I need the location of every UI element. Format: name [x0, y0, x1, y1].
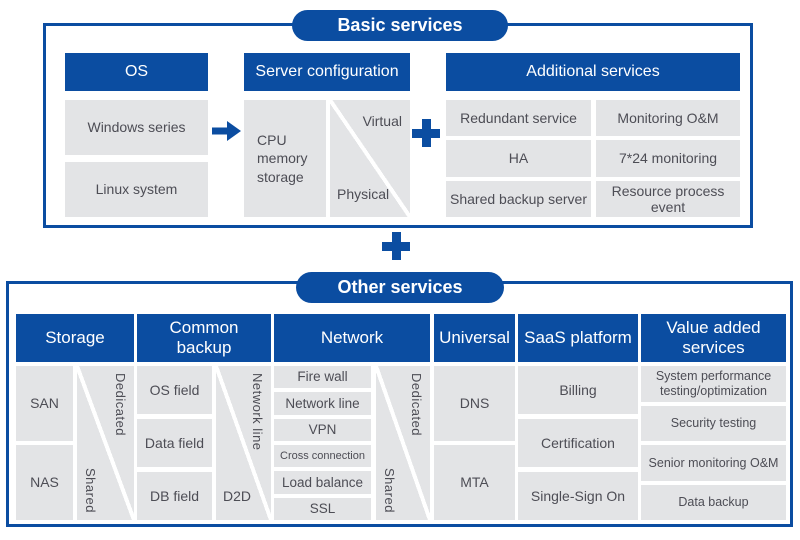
network-item-load-balance: Load balance — [274, 471, 371, 494]
universal-item-mta: MTA — [434, 445, 515, 520]
shared-label: Shared — [83, 468, 98, 513]
dedicated-label: Dedicated — [409, 373, 424, 437]
virtual-physical-cell: Virtual Physical — [330, 100, 410, 217]
network-item-network-line: Network line — [274, 392, 371, 415]
d2d-label: D2D — [223, 488, 252, 504]
os-item-linux: Linux system — [65, 162, 208, 217]
value-added-item-security-testing: Security testing — [641, 405, 786, 441]
universal-item-dns: DNS — [434, 366, 515, 441]
virtual-label: Virtual — [362, 113, 402, 129]
server-spec-cell: CPU memory storage — [244, 100, 326, 217]
storage-dedicated-shared-cell: Dedicated Shared — [77, 366, 134, 520]
basic-services-title: Basic services — [292, 10, 508, 41]
network-item-fire-wall: Fire wall — [274, 366, 371, 389]
network-item-cross-connection: Cross connection — [274, 444, 371, 468]
saas-platform-group: SaaS platform Billing Certification Sing… — [518, 314, 638, 520]
network-dedicated-shared-cell: Dedicated Shared — [376, 366, 430, 520]
network-item-ssl: SSL — [274, 497, 371, 520]
value-added-services-group: Value added services System performance … — [641, 314, 786, 520]
additional-cell-monitoring-om: Monitoring O&M — [596, 100, 740, 137]
plus-icon — [412, 119, 440, 147]
universal-group: Universal DNS MTA — [434, 314, 515, 520]
shared-label: Shared — [382, 468, 397, 513]
server-configuration-header: Server configuration — [244, 53, 410, 91]
value-added-item-system-performance: System performance testing/optimization — [641, 366, 786, 402]
additional-cell-ha: HA — [446, 140, 591, 177]
saas-item-single-sign-on: Single-Sign On — [518, 472, 638, 520]
storage-item-san: SAN — [16, 366, 73, 441]
server-configuration-column: Server configuration CPU memory storage … — [244, 53, 410, 217]
saas-item-certification: Certification — [518, 419, 638, 467]
os-item-windows: Windows series — [65, 100, 208, 155]
common-backup-item-db-field: DB field — [137, 472, 212, 520]
common-backup-item-data-field: Data field — [137, 419, 212, 467]
other-services-title: Other services — [296, 272, 504, 303]
saas-item-billing: Billing — [518, 366, 638, 414]
additional-cell-redundant-service: Redundant service — [446, 100, 591, 137]
other-services-box: Storage SAN NAS Dedicated Shared Common … — [6, 281, 793, 527]
plus-icon — [382, 232, 410, 260]
network-item-vpn: VPN — [274, 418, 371, 441]
additional-cell-resource-process-event: Resource process event — [596, 180, 740, 217]
additional-services-column: Additional services Redundant service Mo… — [446, 53, 740, 217]
additional-services-header: Additional services — [446, 53, 740, 91]
common-backup-diagonal-cell: Network line D2D — [216, 366, 271, 520]
storage-header: Storage — [16, 314, 134, 362]
common-backup-header: Common backup — [137, 314, 271, 362]
network-header: Network — [274, 314, 430, 362]
value-added-services-header: Value added services — [641, 314, 786, 362]
arrow-right-icon — [212, 121, 241, 141]
universal-header: Universal — [434, 314, 515, 362]
value-added-item-senior-monitoring: Senior monitoring O&M — [641, 445, 786, 481]
dedicated-label: Dedicated — [113, 373, 128, 437]
storage-group: Storage SAN NAS Dedicated Shared — [16, 314, 134, 520]
common-backup-item-os-field: OS field — [137, 366, 212, 414]
network-group: Network Fire wall Network line VPN Cross… — [274, 314, 430, 520]
physical-label: Physical — [337, 186, 390, 202]
value-added-item-data-backup: Data backup — [641, 484, 786, 520]
basic-services-box: OS Windows series Linux system Server co… — [43, 23, 753, 228]
network-line-label: Network line — [250, 373, 265, 451]
os-header: OS — [65, 53, 208, 91]
saas-platform-header: SaaS platform — [518, 314, 638, 362]
common-backup-group: Common backup OS field Data field DB fie… — [137, 314, 271, 520]
storage-item-nas: NAS — [16, 445, 73, 520]
additional-cell-724-monitoring: 7*24 monitoring — [596, 140, 740, 177]
additional-cell-shared-backup-server: Shared backup server — [446, 180, 591, 217]
os-column: OS Windows series Linux system — [65, 53, 208, 217]
